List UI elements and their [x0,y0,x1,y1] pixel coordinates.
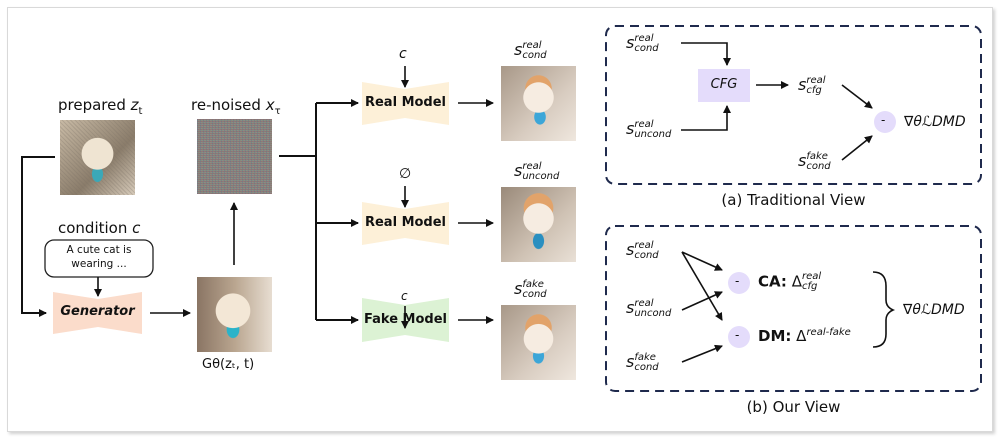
fake-model-input: c [401,289,408,303]
cond-to-cfg-arrow [681,42,731,66]
cfg-label: CFG [710,77,738,92]
generator-output-image [197,277,272,352]
real-uncond-output-image [501,187,576,262]
real-model-2-label: Real Model [364,215,447,230]
real-model-1-input: c [399,46,407,62]
real-cond-output-image [501,66,576,141]
prepared-image [60,120,135,195]
dm-minus-sign: - [735,328,740,342]
fake-to-dm-arrow [681,344,723,363]
dm-minus-circle [728,326,750,348]
fake-to-minus-arrow [841,135,873,161]
cond-to-dm-arrow [681,251,723,321]
cond-to-ca-arrow [681,251,723,271]
fake-model-label: Fake Model [364,312,447,327]
trad-result-label: ∇θℒDMD [904,114,966,130]
condition-label: condition c [58,219,141,237]
fake-cond-output-image [501,305,576,380]
prompt-box [44,239,154,278]
trad-minus-sign: - [881,113,886,127]
prompt-text: A cute cat is wearing ... [66,244,132,270]
generator-label: Generator [60,304,135,319]
traditional-minus-circle [874,111,896,133]
figure-card [7,7,993,432]
cfg-box [698,69,750,102]
our-result-label: ∇θℒDMD [903,302,965,318]
grouping-brace [872,271,896,348]
real-model-1-shape [362,82,449,125]
generator-shape [53,292,142,334]
real-model-2-input: ∅ [399,166,412,182]
ca-minus-circle [728,272,750,294]
real-model-1-label: Real Model [364,95,447,110]
uncond-to-ca-arrow [681,291,723,311]
renoised-image [197,119,272,194]
uncond-to-cfg-arrow [681,105,731,131]
trad-caption: (a) Traditional View [721,191,866,209]
ca-minus-sign: - [735,274,740,288]
prepared-label: prepared zt [58,96,143,117]
cfg-out-to-minus-arrow [841,84,873,109]
our-view-panel [605,225,982,392]
dm-term: DM: Δreal-fake [758,327,851,345]
generator-output-label: Gθ(zₜ, t) [202,357,255,372]
renoised-label: re-noised xτ [191,96,281,117]
real-model-2-shape [362,202,449,245]
our-caption: (b) Our View [746,398,841,416]
prepared-to-generator-line [21,156,55,317]
traditional-view-panel [605,25,982,185]
